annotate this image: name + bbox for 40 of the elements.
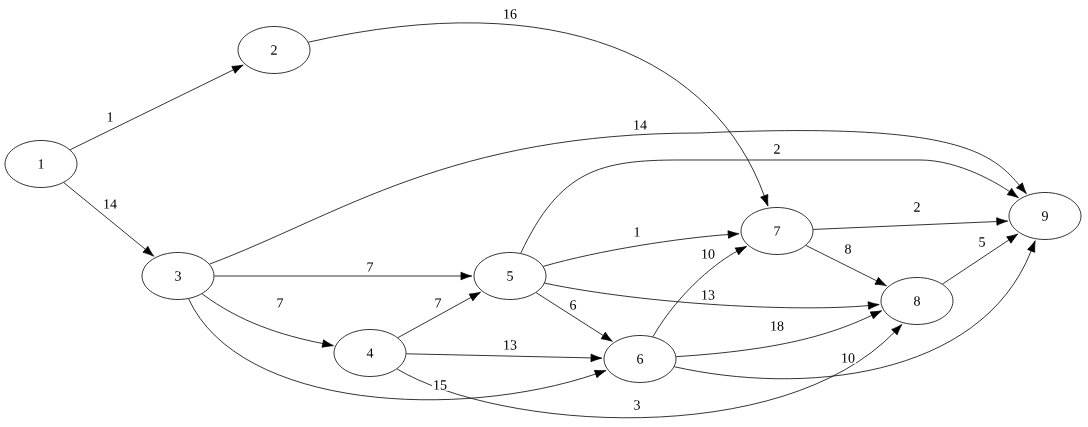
arrow xyxy=(406,353,603,363)
edge-label: 13 xyxy=(700,289,716,301)
edge-label: 16 xyxy=(502,8,518,20)
arrow xyxy=(396,324,903,419)
edge-label: 5 xyxy=(977,236,987,248)
arrow xyxy=(535,292,613,342)
edge-label: 2 xyxy=(772,143,782,155)
edge-label: 7 xyxy=(365,261,375,273)
edge-label: 6 xyxy=(568,299,578,311)
edge-label: 1 xyxy=(632,226,642,238)
edge-label: 7 xyxy=(275,297,285,309)
edge-label: 3 xyxy=(632,399,642,411)
arrow xyxy=(209,130,1027,265)
arrow xyxy=(674,240,1036,380)
arrow xyxy=(812,217,1009,230)
arrow xyxy=(214,271,473,281)
arrow xyxy=(201,293,334,348)
edge-label: 10 xyxy=(700,248,716,260)
arrow xyxy=(520,159,1019,254)
arrow xyxy=(69,64,244,151)
edge-label: 14 xyxy=(632,119,648,131)
edge-label: 13 xyxy=(502,339,518,351)
arrow xyxy=(63,182,155,257)
arrow xyxy=(652,246,748,338)
edge-label: 10 xyxy=(840,352,856,364)
edge-label: 14 xyxy=(102,198,118,210)
edge-label: 8 xyxy=(843,243,853,255)
arrow xyxy=(188,298,607,401)
arrow xyxy=(542,230,740,267)
arrow xyxy=(544,282,880,310)
arrow xyxy=(308,22,769,207)
edge-label: 15 xyxy=(432,379,448,391)
edge-label: 7 xyxy=(433,297,443,309)
arrow xyxy=(805,245,887,287)
edge-label: 1 xyxy=(105,111,115,123)
edge-label: 2 xyxy=(912,201,922,213)
arrow xyxy=(397,291,481,339)
arrow xyxy=(675,310,883,358)
arrow xyxy=(942,233,1019,285)
edge-label: 18 xyxy=(769,320,785,332)
